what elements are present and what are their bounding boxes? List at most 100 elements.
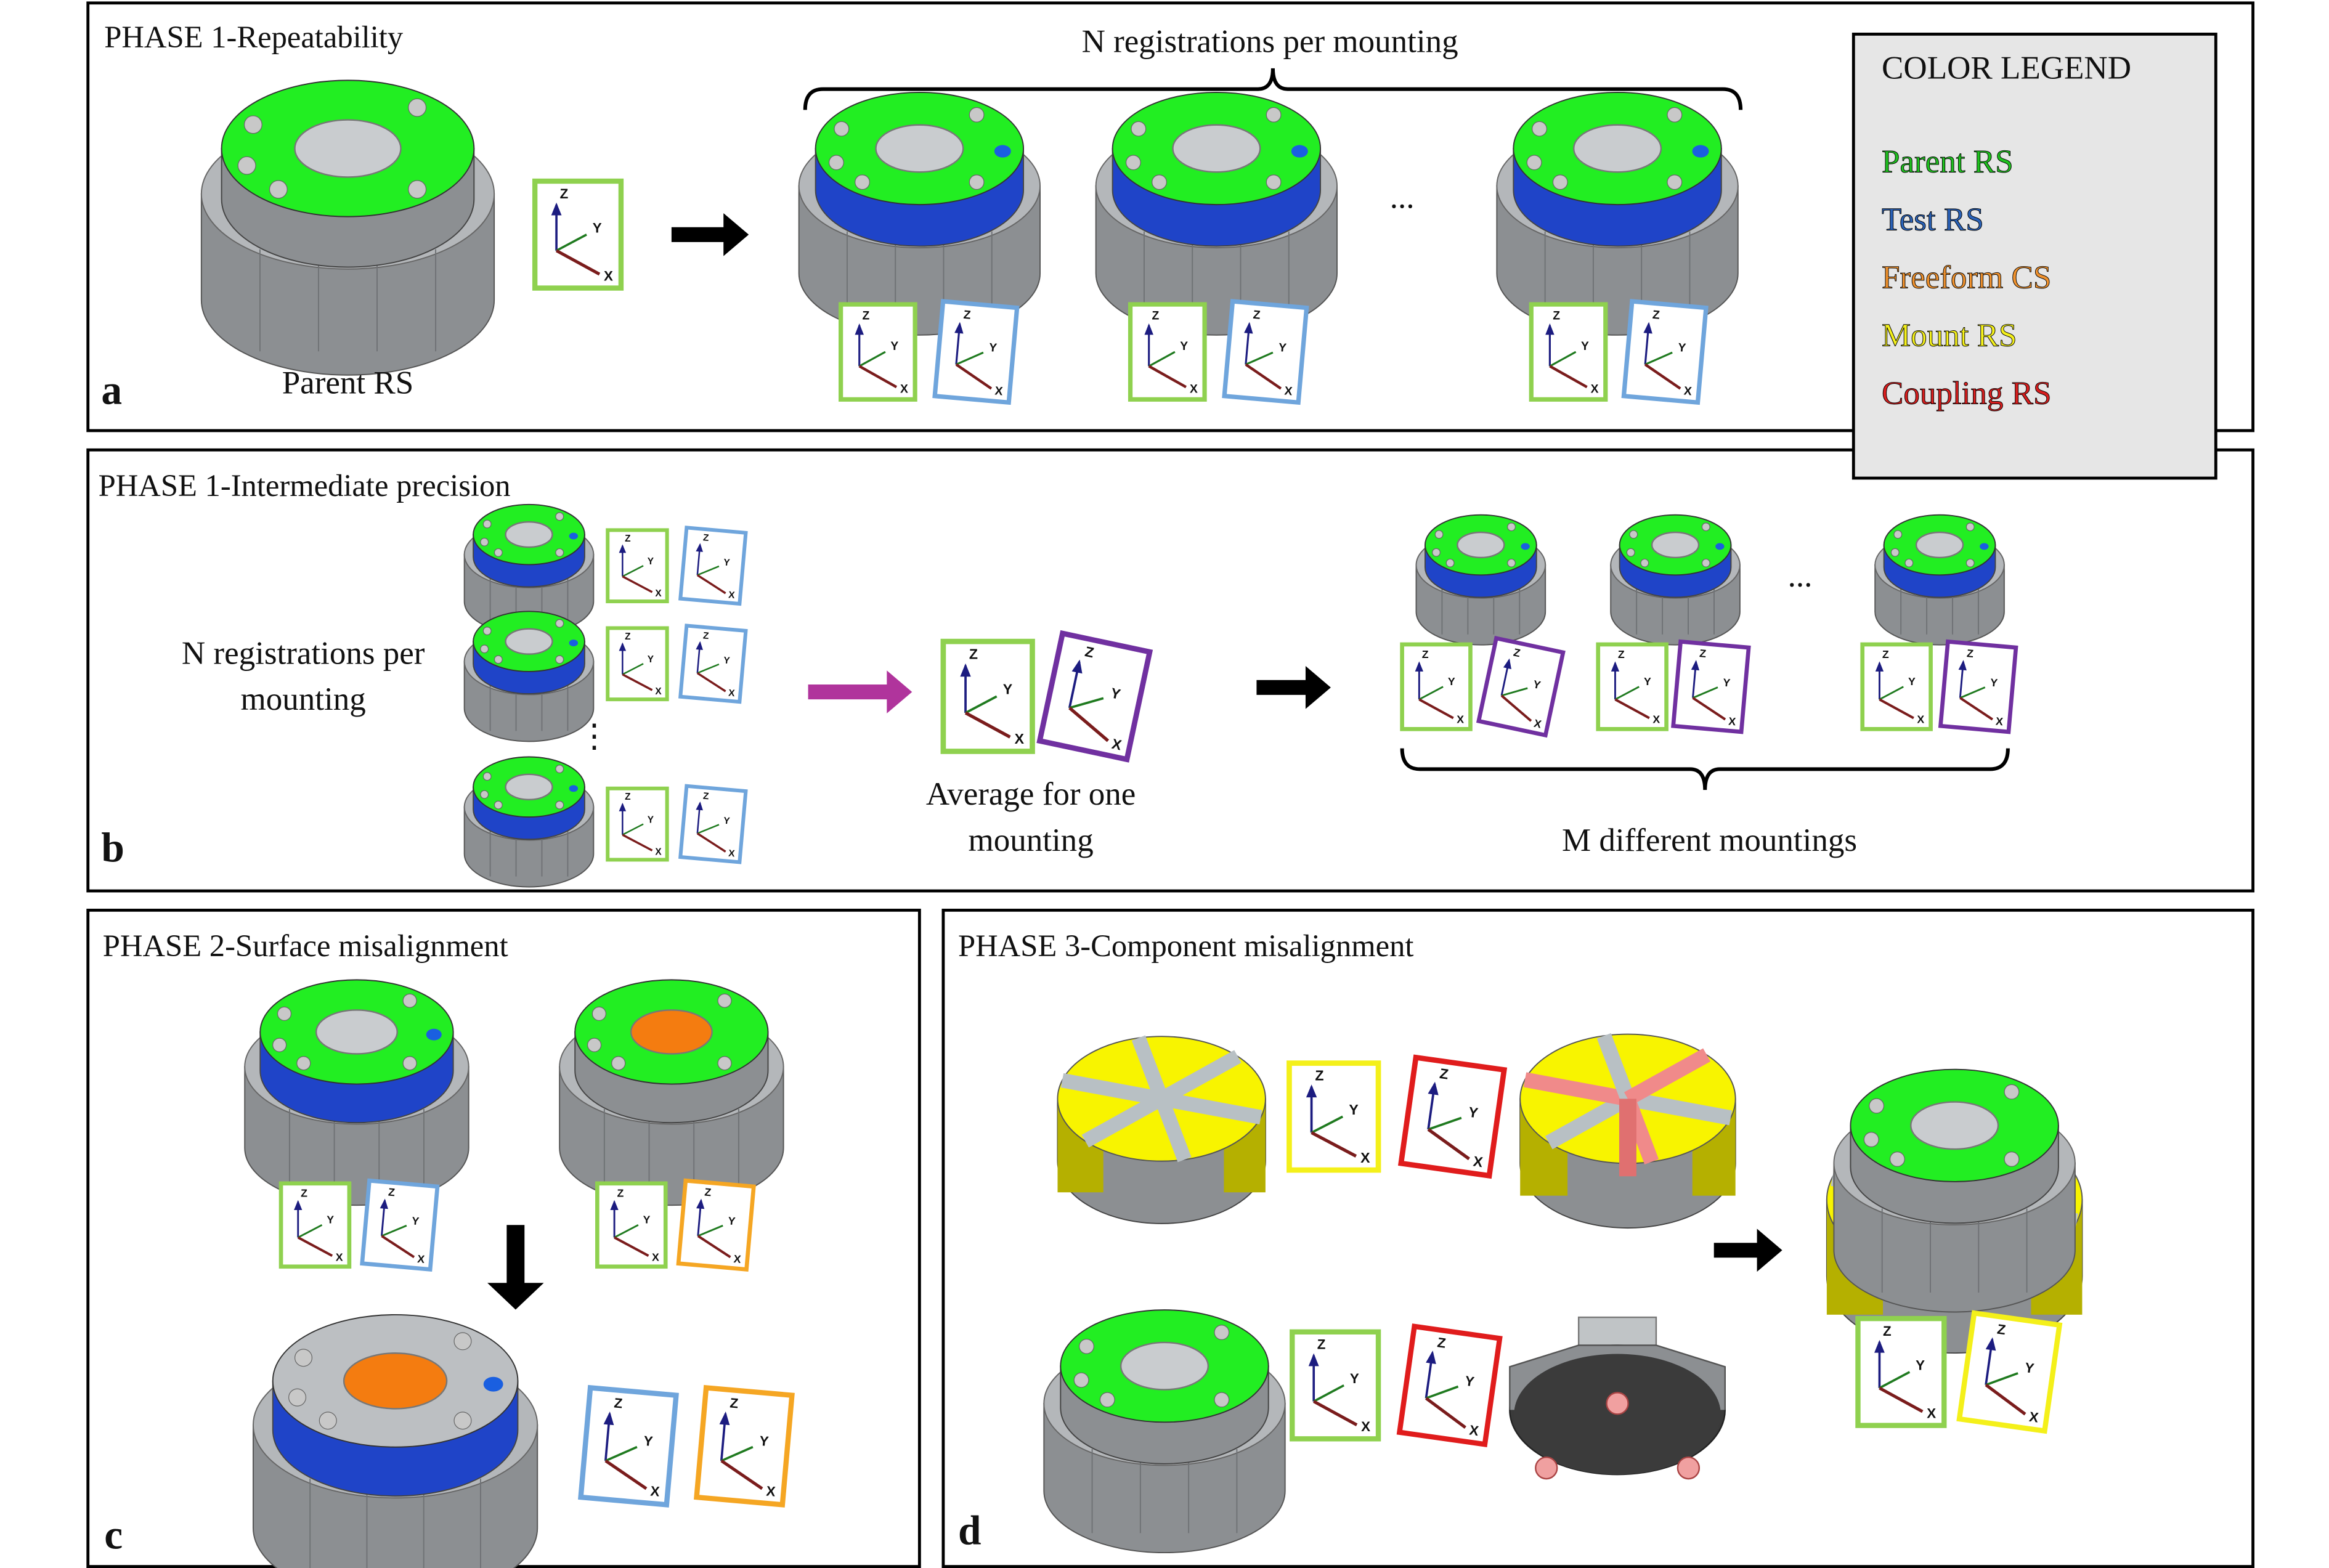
test-mount-small xyxy=(1415,514,1547,646)
mount-frame-icon: ZYX xyxy=(1956,1310,2063,1434)
n-registrations-label-1: N registrations per xyxy=(182,635,425,671)
axis-label-y: Y xyxy=(1448,675,1455,688)
panel-b-border xyxy=(86,448,2254,893)
axis-label-y: Y xyxy=(643,1214,651,1226)
axis-label-x: X xyxy=(604,268,613,283)
freeform-mount xyxy=(559,979,784,1206)
parent-frame-icon: ZYX xyxy=(1290,1329,1381,1442)
axis-label-x: X xyxy=(1472,1153,1484,1170)
axis-label-z: Z xyxy=(560,186,569,201)
axis-label-x: X xyxy=(1457,713,1464,726)
mount-part-with-coupling xyxy=(1519,1033,1736,1229)
m-mountings-brace xyxy=(1400,748,2010,790)
axis-label-x: X xyxy=(728,590,735,601)
axis-label-x: X xyxy=(417,1253,426,1265)
axis-label-x: X xyxy=(766,1484,776,1500)
axis-label-x: X xyxy=(1927,1405,1936,1421)
axis-label-z: Z xyxy=(1966,647,1974,660)
test-mount-small xyxy=(463,611,595,742)
axis-label-y: Y xyxy=(1349,1102,1359,1118)
axis-label-x: X xyxy=(728,848,735,859)
average-frame-icon: ZYX xyxy=(1938,639,2018,734)
test-marker xyxy=(1980,543,1989,550)
mount-part xyxy=(1057,1035,1266,1224)
axis-label-x: X xyxy=(1468,1422,1479,1439)
average-frame-icon: ZYX xyxy=(1671,639,1751,734)
average-frame-icon: ZYX xyxy=(1476,635,1566,738)
axis-label-z: Z xyxy=(969,646,978,662)
coupling-ball xyxy=(1535,1456,1558,1480)
parent-rs-label: Parent RS xyxy=(282,365,414,401)
parent-frame-icon: ZYX xyxy=(606,786,669,862)
axis-label-y: Y xyxy=(1581,340,1589,353)
panel-a-border xyxy=(86,1,2254,433)
test-marker xyxy=(569,785,579,792)
test-mount-small xyxy=(1610,514,1741,646)
combined-mount xyxy=(252,1314,539,1568)
axis-label-y: Y xyxy=(1990,676,1998,689)
axis-label-z: Z xyxy=(730,1395,739,1411)
right-arrow-icon xyxy=(1256,666,1331,709)
coupling-part xyxy=(1509,1316,1726,1480)
test-frame-icon: ZYX xyxy=(932,299,1020,405)
test-mount xyxy=(244,979,469,1206)
parent-frame-icon: ZYX xyxy=(1860,642,1933,731)
test-frame-icon: ZYX xyxy=(678,624,748,704)
axis-label-z: Z xyxy=(388,1186,396,1199)
freeform-frame-icon: ZYX xyxy=(676,1178,756,1272)
axis-label-y: Y xyxy=(723,816,731,827)
axis-label-y: Y xyxy=(1278,341,1287,355)
axis-label-z: Z xyxy=(702,630,709,641)
axis-label-z: Z xyxy=(1652,309,1660,322)
axis-label-y: Y xyxy=(648,814,654,825)
axis-label-y: Y xyxy=(1908,675,1916,688)
assembled-mount xyxy=(1833,1068,2076,1313)
test-mount xyxy=(1095,91,1338,336)
axis-label-x: X xyxy=(1533,717,1543,731)
parent-frame-icon: ZYX xyxy=(1596,642,1669,731)
axis-label-y: Y xyxy=(1003,681,1013,697)
test-marker xyxy=(569,532,579,540)
average-label-2: mounting xyxy=(968,823,1093,858)
parent-frame-icon: ZYX xyxy=(940,638,1035,754)
axis-label-x: X xyxy=(655,588,662,599)
axis-label-y: Y xyxy=(723,655,731,666)
axis-label-x: X xyxy=(1917,713,1924,726)
axis-label-x: X xyxy=(650,1484,660,1500)
axis-label-y: Y xyxy=(648,654,654,665)
legend-coupling-rs: Coupling RS xyxy=(1882,376,2051,412)
test-marker xyxy=(426,1028,442,1041)
axis-label-y: Y xyxy=(411,1214,420,1227)
axis-label-y: Y xyxy=(593,220,602,235)
panel-b-letter: b xyxy=(101,824,124,871)
average-frame-icon: ZYX xyxy=(1036,630,1153,763)
axis-label-x: X xyxy=(1683,384,1693,398)
test-mount-small xyxy=(1874,514,2005,646)
test-marker xyxy=(1692,145,1709,158)
axis-label-y: Y xyxy=(1644,675,1651,688)
axis-label-z: Z xyxy=(704,1186,712,1199)
axis-label-z: Z xyxy=(1315,1067,1323,1083)
axis-label-z: Z xyxy=(702,791,709,802)
axis-label-y: Y xyxy=(890,340,898,353)
parent-frame-icon: ZYX xyxy=(606,626,669,702)
test-marker xyxy=(1715,543,1725,550)
axis-label-y: Y xyxy=(1532,678,1542,691)
axis-label-z: Z xyxy=(614,1395,624,1411)
average-arrow-icon xyxy=(808,670,912,713)
legend-freeform-cs: Freeform CS xyxy=(1882,260,2051,296)
axis-label-z: Z xyxy=(1317,1337,1326,1352)
n-registrations-label: N registrations per mounting xyxy=(1082,23,1458,59)
axis-label-y: Y xyxy=(988,341,998,355)
test-frame-icon: ZYX xyxy=(678,526,748,606)
test-mount-small xyxy=(463,756,595,888)
panel-d-title: PHASE 3-Component misalignment xyxy=(958,928,1413,963)
vertical-ellipsis: ⋮ xyxy=(578,718,611,754)
axis-label-y: Y xyxy=(1109,684,1122,702)
test-marker xyxy=(483,1376,503,1392)
axis-label-z: Z xyxy=(1439,1065,1450,1083)
axis-label-z: Z xyxy=(1422,648,1429,660)
parent-frame-icon: Z Y X xyxy=(532,178,624,291)
axis-label-y: Y xyxy=(643,1433,654,1449)
axis-label-x: X xyxy=(1360,1150,1370,1166)
